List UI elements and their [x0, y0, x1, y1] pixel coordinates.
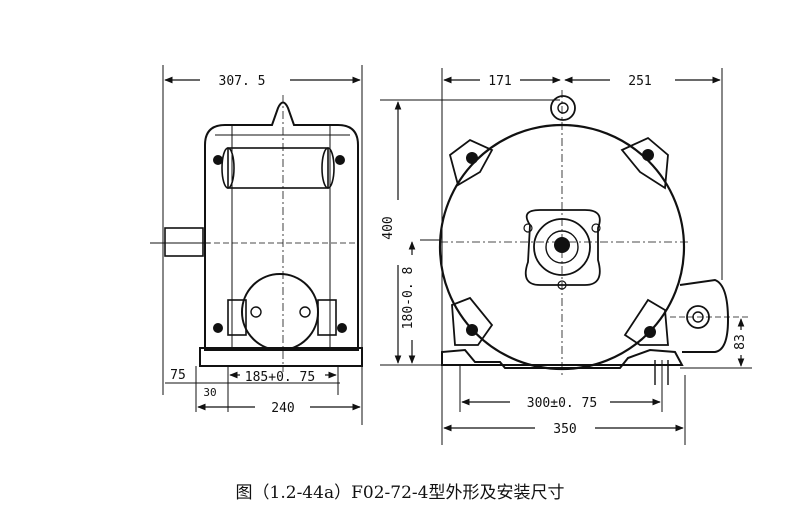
dim-base-offset: 30 [203, 386, 216, 399]
dim-front-base-width: 350 [553, 422, 576, 437]
dim-center-height: 180-0. 8 [401, 267, 416, 330]
dim-left-width: 171 [488, 74, 511, 89]
dim-overall-width: 307. 5 [219, 74, 266, 89]
dim-overall-height: 400 [381, 216, 396, 239]
dim-base-width: 240 [271, 401, 294, 416]
side-view: 307. 5 185+0. 75 [150, 65, 363, 425]
dim-base-hole-spacing: 185+0. 75 [245, 370, 315, 385]
dim-shaft-height: 75 [170, 368, 186, 383]
dim-front-base-hole-spacing: 300±0. 75 [527, 396, 597, 411]
dim-right-width: 251 [628, 74, 651, 89]
dim-terminal-height: 83 [733, 334, 748, 350]
figure-caption: 图（1.2-44a）F02-72-4型外形及安装尺寸 [235, 483, 565, 503]
front-view: 171 251 400 180-0. 8 [380, 68, 752, 445]
